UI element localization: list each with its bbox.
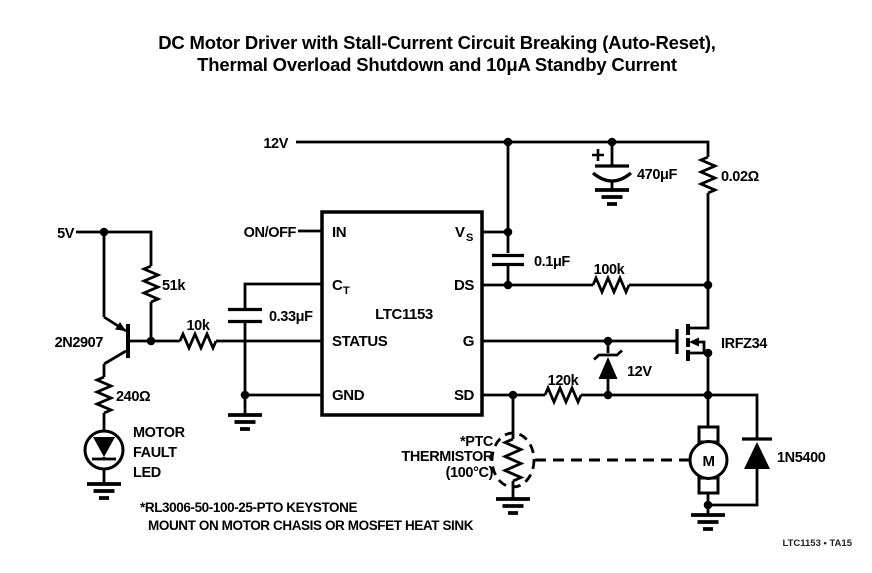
resistor-002ohm	[697, 155, 719, 195]
label-12v-rail: 12V	[263, 136, 288, 152]
component-labels: 12V ON/OFF 5V 470μF 0.02Ω 0.1μF 100k 51k…	[55, 136, 827, 481]
label-ptc-line2: THERMISTOR	[401, 449, 494, 465]
junction-dot	[603, 390, 613, 400]
capacitor-033uf	[228, 307, 262, 324]
ptc-thermistor-element	[501, 437, 525, 483]
transistor-2n2907	[115, 322, 130, 358]
schematic-title-line1: DC Motor Driver with Stall-Current Circu…	[158, 32, 715, 53]
label-100k: 100k	[594, 262, 626, 278]
label-240ohm: 240Ω	[116, 389, 151, 405]
motor-label: M	[702, 453, 714, 470]
label-ptc-line3: (100°C)	[446, 465, 494, 481]
cap-plate-curved	[591, 171, 633, 183]
ground-symbols	[87, 188, 725, 531]
label-led-line2: FAULT	[133, 445, 177, 461]
junction-dot	[703, 280, 713, 290]
pin-vs: V	[455, 224, 465, 241]
led-triangle	[93, 437, 115, 457]
cap-plate	[228, 307, 262, 324]
plus-icon	[592, 149, 604, 161]
capacitor-01uf	[492, 253, 524, 267]
label-033uf: 0.33μF	[269, 309, 313, 325]
pin-sd: SD	[454, 387, 475, 404]
label-1n5400: 1N5400	[777, 450, 826, 466]
capacitor-470uf	[591, 149, 633, 190]
junction-dot	[703, 390, 713, 400]
mosfet-irfz34	[675, 324, 699, 361]
ic-pin-labels: IN C T STATUS GND V S DS G SD LTC1153	[332, 224, 475, 404]
footnote-line2: MOUNT ON MOTOR CHASIS OR MOSFET HEAT SIN…	[148, 518, 474, 533]
junction-dot	[503, 280, 513, 290]
schematic-title-line2: Thermal Overload Shutdown and 10μA Stand…	[197, 54, 677, 75]
motor-terminal-bottom	[697, 476, 720, 495]
junction-dot	[607, 137, 617, 147]
footnote-line1: *RL3006-50-100-25-PTO KEYSTONE	[140, 500, 357, 515]
emitter-arrow-icon	[115, 322, 126, 331]
motor-terminal-top	[697, 425, 720, 444]
junction-dot	[703, 348, 713, 358]
resistors	[93, 155, 719, 483]
label-irfz34: IRFZ34	[721, 336, 767, 352]
label-002ohm: 0.02Ω	[721, 169, 760, 185]
label-5v: 5V	[57, 226, 75, 242]
junction-dot	[503, 137, 513, 147]
pin-ct: C	[332, 277, 343, 294]
label-10k: 10k	[187, 318, 211, 334]
pin-in: IN	[332, 224, 346, 241]
circuit-wires	[76, 140, 759, 515]
junction-dot	[703, 500, 713, 510]
junction-dot	[99, 227, 109, 237]
motor-circle	[688, 440, 729, 480]
thermistor-dashed-outline	[490, 431, 536, 489]
label-470uf: 470μF	[637, 167, 677, 183]
zener-diode-12v	[593, 349, 623, 379]
label-zener-12v: 12V	[627, 364, 652, 380]
resistor-100k	[591, 274, 631, 296]
pin-g: G	[463, 333, 474, 350]
resistor-10k	[178, 330, 218, 352]
label-led-line1: MOTOR	[133, 425, 186, 441]
led-bar	[92, 437, 116, 461]
junction-dot	[146, 336, 156, 346]
pin-ct-subscript: T	[343, 285, 350, 297]
label-on-off: ON/OFF	[244, 225, 297, 241]
diode-triangle	[744, 442, 770, 469]
label-51k: 51k	[162, 278, 186, 294]
label-ptc-line1: *PTC	[460, 434, 494, 450]
pin-ds: DS	[454, 277, 474, 294]
label-led-line3: LED	[133, 465, 161, 481]
junction-dots	[99, 137, 713, 510]
zener-triangle	[598, 357, 618, 379]
label-2n2907: 2N2907	[55, 335, 104, 351]
label-01uf: 0.1μF	[534, 254, 570, 270]
resistor-240ohm	[93, 375, 115, 415]
junction-dot	[240, 390, 250, 400]
junction-dot	[508, 390, 518, 400]
ic-ltc1153-body	[320, 210, 484, 417]
junction-dot	[603, 336, 613, 346]
zener-bar	[593, 349, 623, 361]
ground-icon	[87, 188, 725, 531]
pin-status: STATUS	[332, 333, 388, 350]
resistor-120k	[543, 384, 583, 406]
dc-motor: M	[688, 425, 729, 495]
label-120k: 120k	[548, 373, 580, 389]
diode-1n5400	[742, 437, 772, 469]
cap-plate	[492, 253, 524, 267]
footnotes: *RL3006-50-100-25-PTO KEYSTONE MOUNT ON …	[140, 500, 853, 549]
resistor-51k	[140, 264, 162, 304]
junction-dot	[503, 227, 513, 237]
pin-vs-subscript: S	[466, 232, 473, 244]
wire-net	[76, 140, 759, 515]
ic-part-number: LTC1153	[375, 306, 433, 323]
pin-gnd: GND	[332, 387, 365, 404]
body-arrow-icon	[689, 337, 699, 347]
ptc-thermistor	[490, 431, 689, 489]
doc-reference: LTC1153 • TA15	[782, 538, 852, 549]
motor-fault-led	[83, 429, 125, 471]
